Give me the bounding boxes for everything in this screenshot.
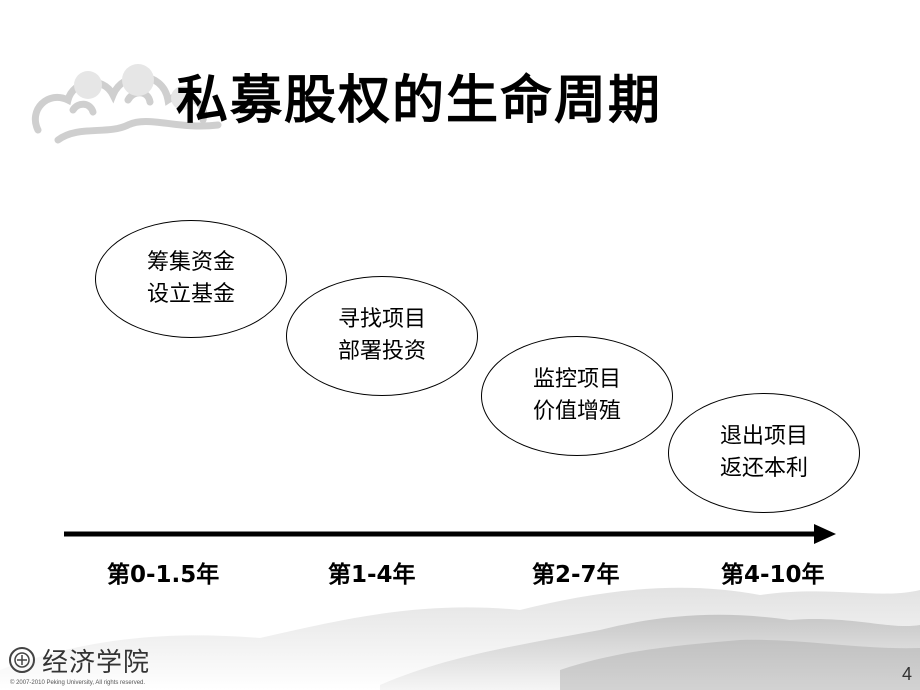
timeline-label: 第2-7年 [532, 562, 620, 588]
arrow-right-icon [814, 524, 836, 544]
mountain-landscape-icon [0, 587, 920, 690]
logo-text: 经济学院 [42, 647, 151, 678]
cloud-decoration-icon [31, 64, 222, 144]
stage-label-line2: 部署投资 [337, 339, 426, 364]
timeline-label: 第1-4年 [328, 562, 416, 588]
stage-label-line1: 监控项目 [532, 367, 621, 392]
stage-label-line1: 筹集资金 [146, 250, 235, 275]
stage-label-line2: 价值增殖 [532, 399, 621, 424]
stage-label-line1: 退出项目 [719, 424, 808, 449]
stage-label-line2: 设立基金 [146, 282, 235, 307]
stage-investing: 寻找项目 部署投资 [286, 276, 478, 396]
stage-label-line1: 寻找项目 [337, 307, 426, 332]
stage-label-line2: 返还本利 [719, 456, 808, 481]
university-seal-icon [9, 647, 35, 673]
stage-fundraising: 筹集资金 设立基金 [95, 220, 287, 338]
timeline-label: 第0-1.5年 [107, 562, 220, 588]
stage-monitoring: 监控项目 价值增殖 [481, 336, 673, 456]
timeline-label: 第4-10年 [721, 562, 825, 588]
copyright-text: © 2007-2010 Peking University, All right… [10, 680, 146, 686]
stage-exit: 退出项目 返还本利 [668, 393, 860, 513]
timeline-arrow [64, 524, 836, 544]
page-number: 4 [901, 664, 912, 684]
school-logo: 经济学院 [8, 644, 151, 678]
slide-title: 私募股权的生命周期 [176, 71, 663, 131]
